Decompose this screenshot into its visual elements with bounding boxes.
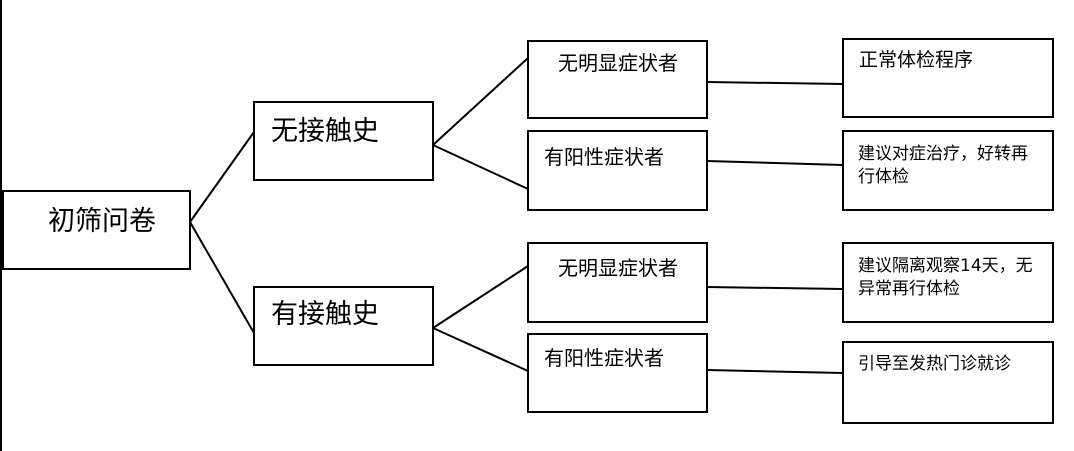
no-contact-label: 无接触史	[271, 116, 379, 147]
no-symptom-label-upper: 无明显症状者	[558, 51, 678, 75]
connector-root-to-no-contact	[189, 131, 255, 223]
positive-symptom-node-upper: 有阳性症状者	[527, 130, 708, 211]
connector-no-contact-to-positive-symptom	[432, 144, 529, 190]
connector-root-to-has-contact	[189, 221, 255, 334]
positive-symptom-label-upper: 有阳性症状者	[544, 145, 664, 169]
fever-clinic-label: 引导至发热门诊就诊	[858, 354, 1011, 374]
root-node: 初筛问卷	[2, 190, 191, 270]
no-contact-node: 无接触史	[253, 101, 434, 181]
root-label: 初筛问卷	[48, 206, 156, 237]
normal-exam-node: 正常体检程序	[842, 38, 1054, 118]
connector-to-isolate-observe	[706, 286, 844, 290]
has-contact-label: 有接触史	[271, 299, 379, 330]
connector-to-fever-clinic	[706, 369, 844, 374]
normal-exam-label: 正常体检程序	[859, 49, 974, 71]
connector-no-contact-to-no-symptom	[432, 57, 529, 146]
fever-clinic-node: 引导至发热门诊就诊	[842, 341, 1054, 424]
treat-then-exam-label: 建议对症治疗，好转再行体检	[858, 144, 1028, 187]
positive-symptom-label-lower: 有阳性症状者	[544, 346, 664, 370]
isolate-observe-node: 建议隔离观察14天，无异常再行体检	[842, 242, 1054, 323]
treat-then-exam-node: 建议对症治疗，好转再行体检	[842, 130, 1054, 211]
connector-has-contact-to-positive-symptom	[432, 327, 529, 372]
connector-to-treat-then-exam	[706, 160, 844, 166]
connector-to-normal-exam	[706, 81, 844, 85]
no-symptom-label-lower: 无明显症状者	[558, 256, 678, 280]
has-contact-node: 有接触史	[253, 286, 434, 366]
isolate-observe-label: 建议隔离观察14天，无异常再行体检	[858, 256, 1033, 299]
no-symptom-node-upper: 无明显症状者	[527, 40, 708, 119]
positive-symptom-node-lower: 有阳性症状者	[527, 333, 708, 413]
no-symptom-node-lower: 无明显症状者	[527, 242, 708, 323]
connector-has-contact-to-no-symptom	[432, 265, 529, 329]
